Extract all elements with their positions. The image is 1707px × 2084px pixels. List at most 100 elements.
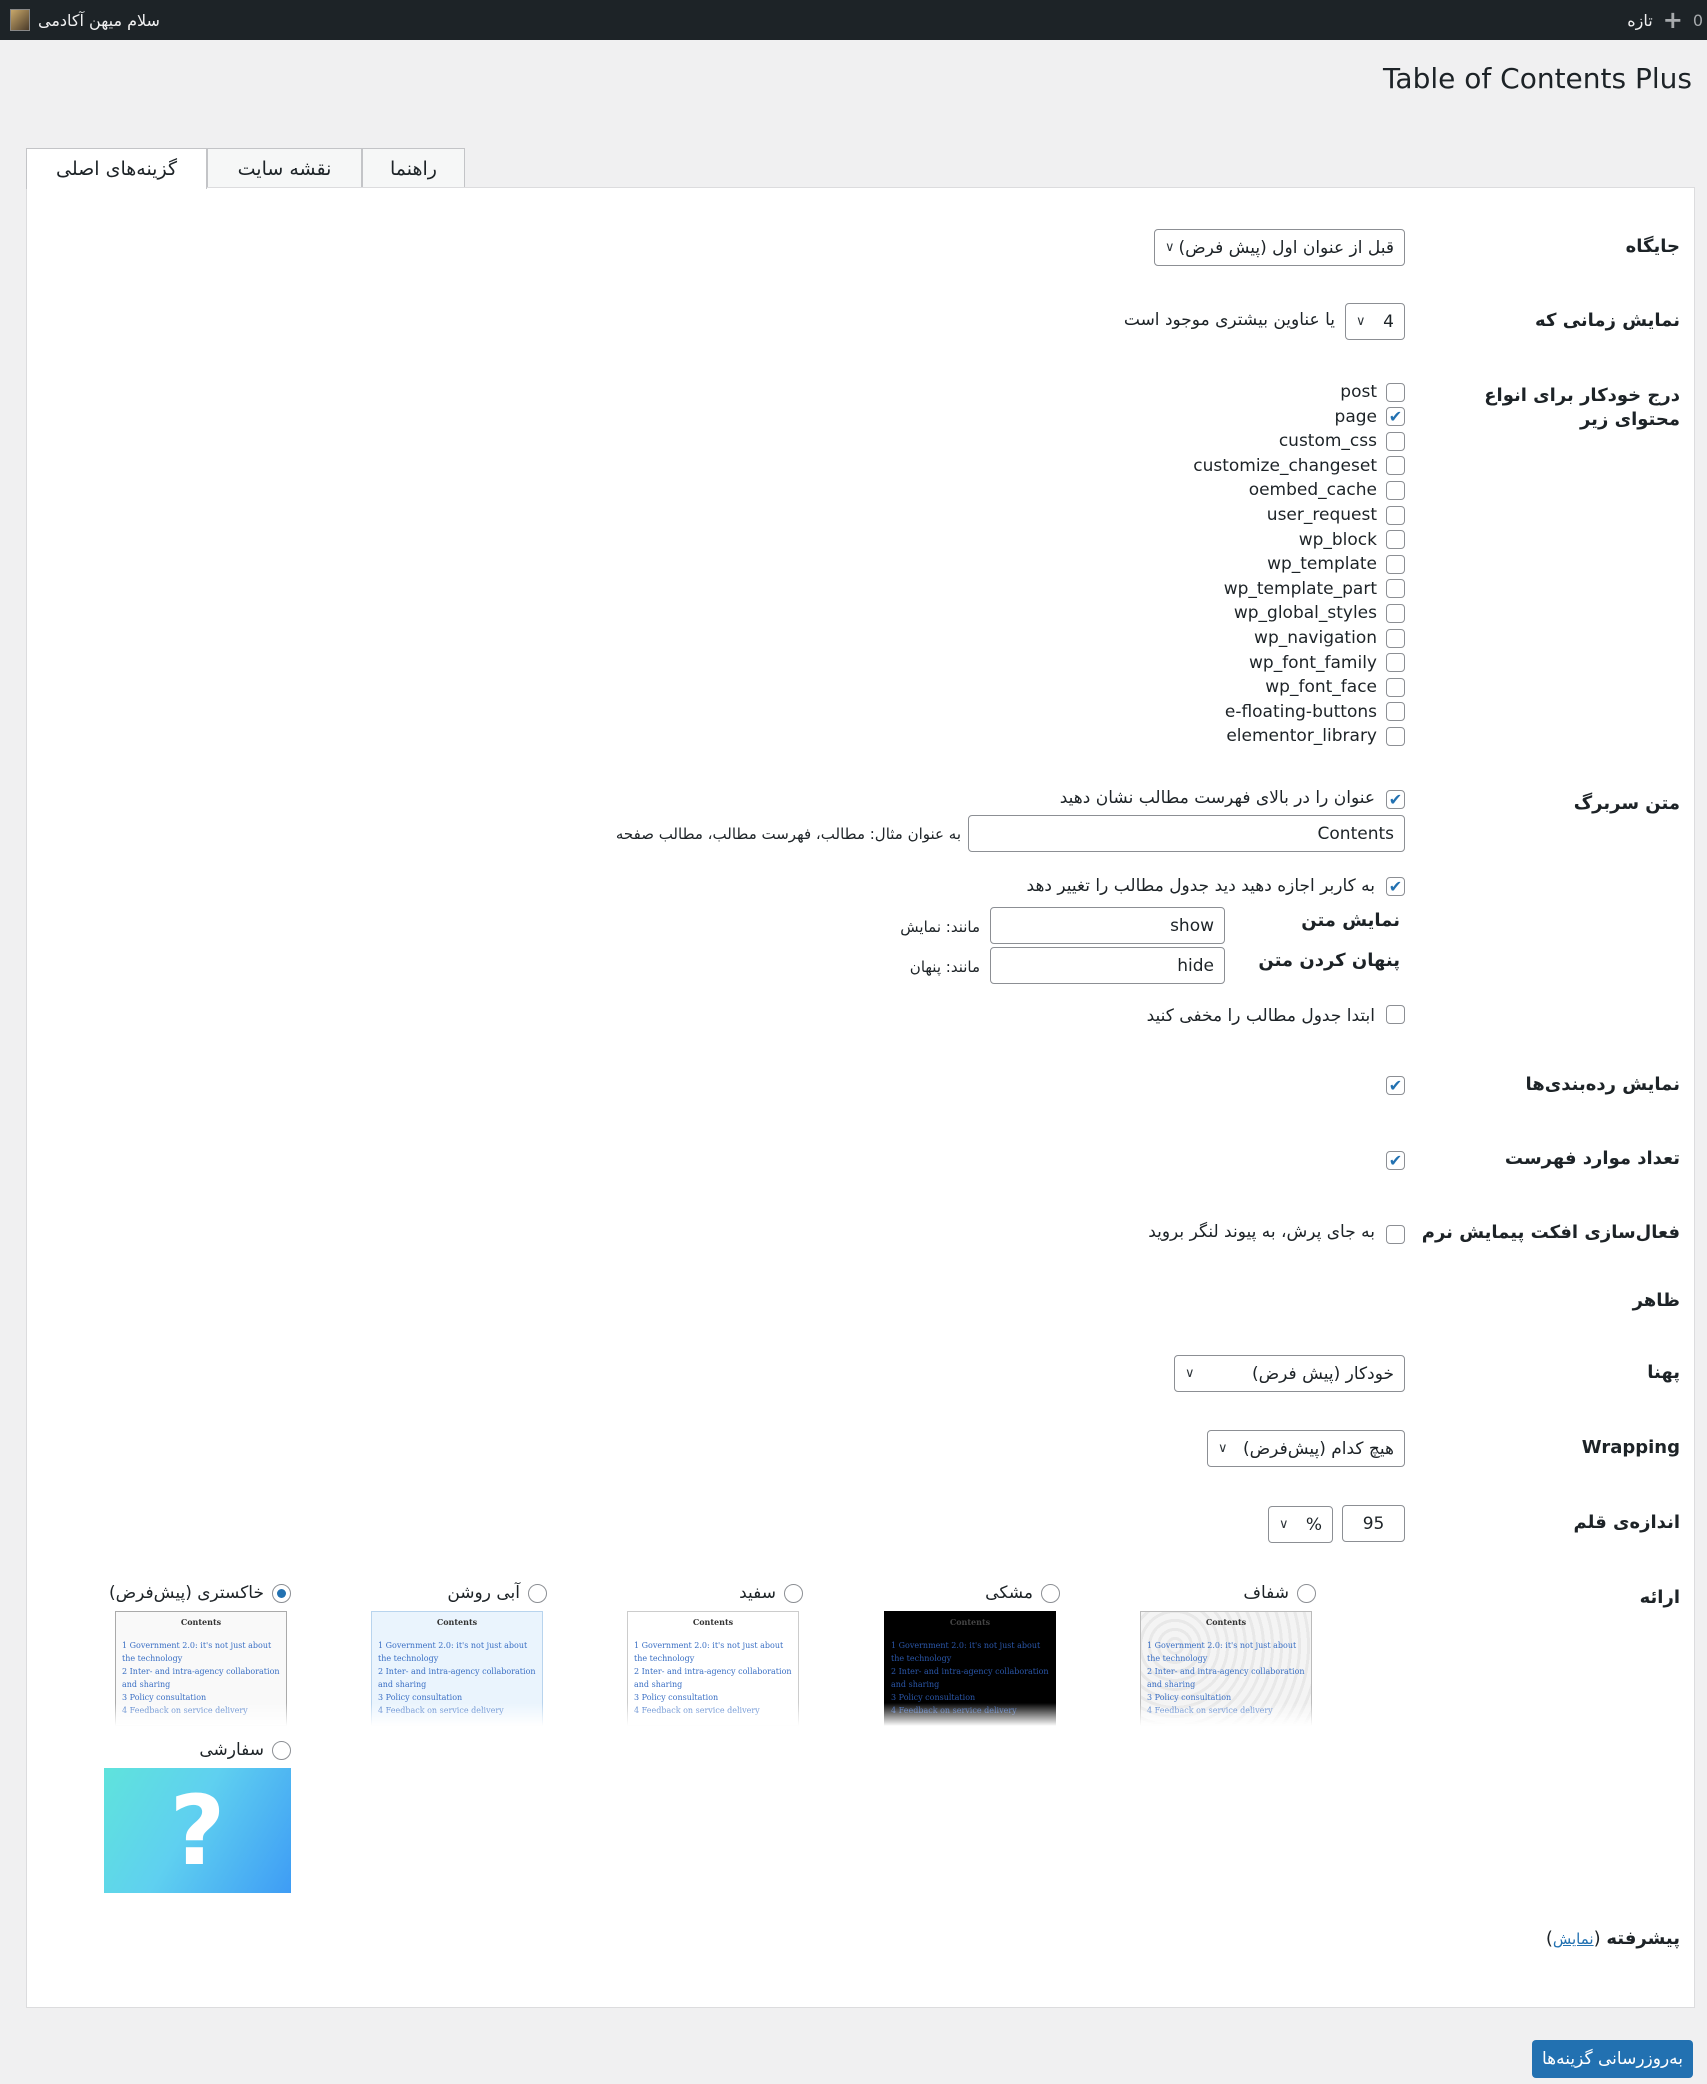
post-type-checkbox[interactable] [1386,505,1405,525]
post-type-checkbox[interactable] [1386,628,1405,648]
theme-option[interactable]: سفارشی? [104,1737,291,1893]
settings-panel [26,187,1695,2008]
post-type-checkbox[interactable] [1386,554,1405,574]
post-type-row[interactable]: customize_changeset [1193,455,1405,477]
hide-text-label: پنهان کردن متن [1258,950,1400,971]
hide-initially-checkbox[interactable] [1386,1005,1405,1024]
chevron-down-icon: ∨ [1165,240,1175,255]
tab-sitemap[interactable]: نقشه سایت [207,148,362,188]
theme-radio[interactable] [272,1740,291,1760]
font-size-input[interactable]: 95 [1342,1505,1405,1542]
theme-radio[interactable] [528,1583,547,1603]
preview-item: 4 Feedback on service delivery [1147,1706,1273,1715]
show-when-suffix: یا عناوین بیشتری موجود است [1123,310,1335,330]
show-title-checkbox[interactable]: ✔ [1386,790,1405,809]
post-type-checkbox[interactable] [1386,603,1405,623]
custom-theme-preview[interactable]: ? [104,1768,291,1893]
post-type-row[interactable]: e-floating-buttons [1225,701,1405,723]
allow-toggle-checkbox[interactable]: ✔ [1386,877,1405,896]
post-type-row[interactable]: wp_navigation [1254,627,1405,649]
preview-heading: Contents [436,1617,478,1627]
show-text-input[interactable]: show [990,907,1225,944]
show-text-value: show [1170,915,1214,936]
preview-item: 3 Policy consultation [1147,1693,1232,1702]
post-type-row[interactable]: oembed_cache [1249,479,1405,501]
heading-count-value: 4 [1383,311,1394,332]
wrapping-select[interactable]: هیچ کدام (پیش‌فرض)∨ [1207,1430,1405,1467]
chevron-down-icon: ∨ [1218,1441,1228,1456]
post-type-row[interactable]: user_request [1267,504,1405,526]
post-type-checkbox[interactable]: ✔ [1386,407,1405,427]
post-type-checkbox[interactable] [1386,677,1405,697]
smooth-scroll-label: فعال‌سازی افکت پیمایش نرم [1421,1222,1680,1243]
post-type-row[interactable]: wp_global_styles [1234,602,1405,624]
post-type-checkbox[interactable] [1386,702,1405,722]
heading-count-select[interactable]: 4∨ [1345,303,1405,340]
title-input[interactable]: Contents [968,815,1405,852]
site-name-link[interactable]: سلام میهن آکادمی [10,0,160,40]
preview-item: 4 Feedback on service delivery [122,1706,248,1715]
wrapping-label: Wrapping [1581,1437,1680,1458]
hide-text-hint: مانند: پنهان [909,958,980,976]
plus-icon[interactable]: + [1662,6,1683,34]
post-type-checkbox[interactable] [1386,530,1405,550]
position-select[interactable]: قبل از عنوان اول (پیش فرض)∨ [1154,229,1405,266]
tab-main-options[interactable]: گزینه‌های اصلی [26,148,207,189]
post-type-row[interactable]: ✔page [1335,406,1405,428]
hide-text-input[interactable]: hide [990,947,1225,984]
show-hierarchy-checkbox[interactable]: ✔ [1386,1076,1405,1095]
post-type-row[interactable]: wp_font_face [1265,676,1405,698]
post-type-row[interactable]: wp_font_family [1249,652,1405,674]
theme-radio[interactable] [1297,1583,1316,1603]
comments-count[interactable]: 0 [1692,10,1703,30]
appearance-heading: ظاهر [1632,1290,1680,1311]
preview-item: 1 Government 2.0: it's not just about th… [122,1641,272,1663]
theme-radio[interactable] [1041,1583,1060,1603]
post-type-row[interactable]: wp_block [1299,529,1405,551]
smooth-scroll-checkbox[interactable] [1386,1225,1405,1244]
post-type-checkbox[interactable] [1386,382,1405,402]
post-type-row[interactable]: custom_css [1279,430,1405,452]
theme-radio[interactable] [272,1583,291,1603]
advanced-show-link[interactable]: نمایش [1552,1930,1594,1948]
advanced-label: پیشرفته [1606,1928,1680,1949]
width-select[interactable]: خودکار (پیش فرض)∨ [1174,1355,1405,1392]
heading-text-label: متن سربرگ [1573,793,1680,814]
tab-help[interactable]: راهنما [362,148,465,188]
page-title: Table of Contents Plus [1382,62,1692,95]
title-hint: به عنوان مثال: مطالب، فهرست مطالب، مطالب… [615,825,961,843]
post-type-label: elementor_library [1226,726,1377,747]
preview-item: 2 Inter- and intra-agency collaboration … [634,1667,792,1689]
post-type-checkbox[interactable] [1386,579,1405,599]
preview-heading: Contents [949,1617,991,1627]
post-type-checkbox[interactable] [1386,456,1405,476]
position-value: قبل از عنوان اول (پیش فرض) [1178,237,1395,258]
post-type-row[interactable]: elementor_library [1226,725,1405,747]
new-content-link[interactable]: تازه [1627,10,1653,30]
chevron-down-icon: ∨ [1279,1517,1289,1532]
theme-label: آبی روشن [447,1583,520,1603]
post-type-row[interactable]: post [1340,381,1405,403]
post-type-row[interactable]: wp_template_part [1224,578,1405,600]
chevron-down-icon: ∨ [1356,314,1366,329]
post-type-checkbox[interactable] [1386,726,1405,746]
theme-radio[interactable] [784,1583,803,1603]
number-list-checkbox[interactable]: ✔ [1386,1151,1405,1170]
theme-label: شفاف [1243,1583,1289,1603]
font-size-unit-select[interactable]: %∨ [1268,1506,1333,1543]
post-type-checkbox[interactable] [1386,480,1405,500]
post-type-checkbox[interactable] [1386,431,1405,451]
post-type-row[interactable]: wp_template [1267,553,1405,575]
post-type-checkbox[interactable] [1386,653,1405,673]
update-options-button[interactable]: به‌روزرسانی گزینه‌ها [1532,2040,1693,2078]
